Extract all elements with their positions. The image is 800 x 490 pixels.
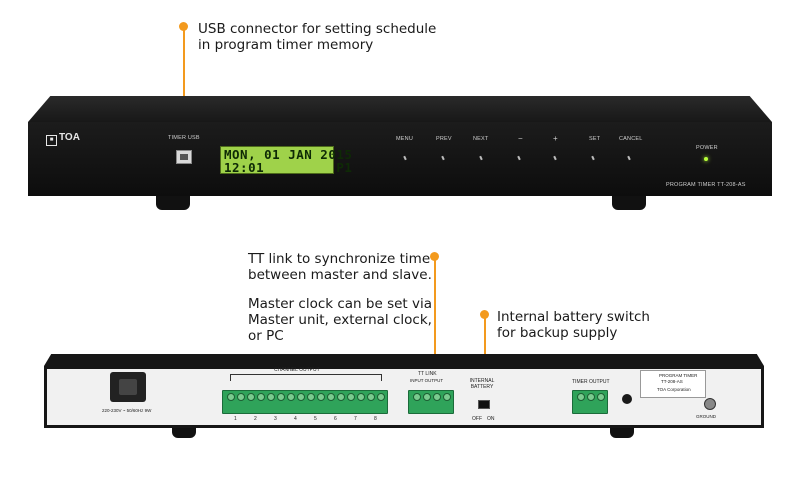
front-face — [28, 122, 772, 196]
channel-screw-icon — [247, 393, 255, 401]
timer-output-screw-icon — [587, 393, 595, 401]
brand-logo: ■TOA — [46, 132, 80, 146]
callout-battery-line-1: Internal battery switch — [497, 309, 650, 325]
ttlink-screw-icon — [443, 393, 451, 401]
channel-screw-icon — [317, 393, 325, 401]
button-label-menu: MENU — [396, 136, 413, 142]
timer-output-terminal[interactable] — [572, 390, 608, 414]
button-label-prev: PREV — [436, 136, 452, 142]
ac-inlet-socket-icon — [119, 379, 137, 395]
channel-screw-icon — [227, 393, 235, 401]
usb-port[interactable] — [176, 150, 192, 164]
callout-ttlink-leader — [434, 260, 436, 385]
button-label-plus: + — [553, 134, 558, 143]
callout-usb-dot — [179, 22, 188, 31]
callout-usb-line-1: USB connector for setting schedule — [198, 21, 437, 37]
callout-usb: USB connector for setting schedule in pr… — [198, 21, 436, 53]
front-top-plane — [28, 96, 772, 122]
nameplate-maker: TOA Corporation — [657, 387, 691, 392]
timer-output-screw-icon — [597, 393, 605, 401]
button-label-cancel: CANCEL — [619, 136, 643, 142]
battery-switch[interactable] — [478, 400, 490, 409]
callout-master-line-3: or PC — [248, 328, 284, 344]
channel-number-4: 4 — [294, 416, 297, 422]
timer-output-screw-icon — [577, 393, 585, 401]
channel-screw-icon — [257, 393, 265, 401]
rear-top-plane — [44, 354, 764, 366]
nameplate: PROGRAM TIMER TT-208-AS TOA Corporation — [640, 370, 706, 398]
callout-master: Master clock can be set via Master unit,… — [248, 296, 432, 344]
front-foot-right — [612, 196, 646, 210]
ttlink-screw-icon — [413, 393, 421, 401]
ttlink-screw-icon — [433, 393, 441, 401]
channel-number-5: 5 — [314, 416, 317, 422]
callout-battery: Internal battery switch for backup suppl… — [497, 309, 650, 341]
ground-terminal[interactable] — [704, 398, 716, 410]
brand-text: TOA — [59, 132, 80, 143]
ground-label: GROUND — [696, 414, 716, 419]
front-foot-left — [156, 196, 190, 210]
button-label-minus: − — [518, 134, 523, 143]
callout-usb-leader — [183, 30, 185, 160]
lcd-line-1: MON, 01 JAN 2015 — [224, 147, 353, 162]
channel-screw-icon — [277, 393, 285, 401]
callout-master-line-1: Master clock can be set via — [248, 296, 433, 312]
callout-ttlink: TT link to synchronize time between mast… — [248, 251, 432, 283]
ttlink-screw-icon — [423, 393, 431, 401]
channel-screw-icon — [367, 393, 375, 401]
channel-number-2: 2 — [254, 416, 257, 422]
channel-number-7: 7 — [354, 416, 357, 422]
channel-number-8: 8 — [374, 416, 377, 422]
front-panel: ■TOA TIMER USB MON, 01 JAN 2015 12:01 P1… — [28, 96, 772, 196]
channel-screw-icon — [287, 393, 295, 401]
ttlink-terminal[interactable] — [408, 390, 454, 414]
callout-ttlink-line-2: between master and slave. — [248, 267, 432, 283]
lcd-line-2: 12:01 P1 — [224, 160, 353, 175]
callout-usb-line-2: in program timer memory — [198, 37, 374, 53]
brand-mark-icon: ■ — [46, 135, 57, 146]
power-label: POWER — [696, 145, 718, 151]
callout-battery-dot — [480, 310, 489, 319]
usb-label: TIMER USB — [168, 135, 200, 141]
ac-inlet[interactable] — [110, 372, 146, 402]
channel-number-1: 1 — [234, 416, 237, 422]
channel-screw-icon — [337, 393, 345, 401]
button-label-set: SET — [589, 136, 601, 142]
channel-screw-icon — [237, 393, 245, 401]
timer-output-knob-icon — [622, 394, 632, 404]
callout-master-line-2: Master unit, external clock, — [248, 312, 432, 328]
power-led-icon — [704, 157, 708, 161]
callout-ttlink-line-1: TT link to synchronize time — [248, 251, 431, 267]
callout-battery-line-2: for backup supply — [497, 325, 618, 341]
lcd-display: MON, 01 JAN 2015 12:01 P1 — [220, 146, 353, 175]
channel-output-terminal[interactable] — [222, 390, 388, 414]
rear-foot-right — [610, 428, 634, 438]
battery-on-label: ON — [487, 416, 495, 422]
channel-output-bracket — [230, 374, 382, 381]
button-label-next: NEXT — [473, 136, 489, 142]
rear-panel: 220-230V ~ 50/60Hz 9W CHANNEL OUTPUT 1 2… — [44, 354, 764, 428]
ttlink-sub-label: INPUT OUTPUT — [410, 378, 444, 383]
channel-number-3: 3 — [274, 416, 277, 422]
channel-screw-icon — [297, 393, 305, 401]
channel-screw-icon — [377, 393, 385, 401]
nameplate-title: PROGRAM TIMER — [659, 373, 698, 378]
battery-off-label: OFF — [472, 416, 482, 422]
timer-output-label: TIMER OUTPUT — [572, 379, 610, 385]
rear-foot-left — [172, 428, 196, 438]
ac-inlet-label: 220-230V ~ 50/60Hz 9W — [102, 408, 152, 413]
channel-screw-icon — [327, 393, 335, 401]
channel-output-label: CHANNEL OUTPUT — [274, 367, 320, 373]
channel-number-6: 6 — [334, 416, 337, 422]
channel-screw-icon — [267, 393, 275, 401]
channel-screw-icon — [347, 393, 355, 401]
callout-ttlink-dot — [430, 252, 439, 261]
channel-screw-icon — [357, 393, 365, 401]
ttlink-label: TT LINK — [418, 371, 437, 377]
battery-label: INTERNAL BATTERY — [469, 378, 495, 390]
usb-port-slot-icon — [180, 154, 188, 160]
model-label: PROGRAM TIMER TT-208-AS — [666, 182, 746, 188]
nameplate-model: TT-208-AS — [661, 379, 683, 384]
channel-screw-icon — [307, 393, 315, 401]
